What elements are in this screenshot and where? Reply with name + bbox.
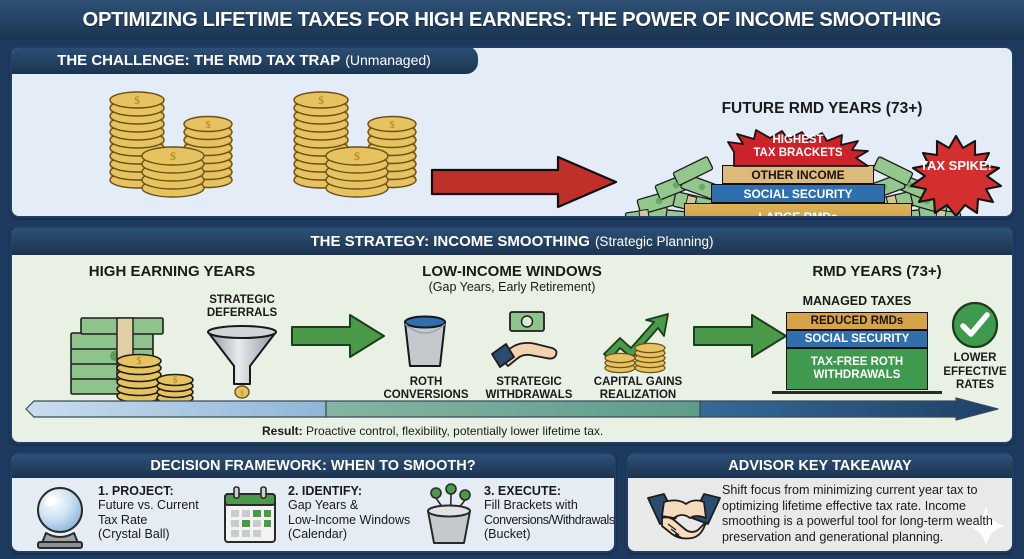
strategic-deferrals-label: STRATEGIC DEFERRALS bbox=[187, 294, 297, 320]
step2-line2: WITHDRAWALS bbox=[485, 389, 573, 401]
sparkle-icon bbox=[967, 506, 1005, 546]
svg-text:$: $ bbox=[170, 149, 176, 163]
handshake-icon bbox=[647, 493, 721, 540]
step3-l2: Conversions/Withdrawals bbox=[484, 512, 615, 527]
green-arrow-1-icon bbox=[291, 314, 385, 358]
lower-line1: LOWER bbox=[953, 352, 997, 364]
growth-arrow-coins-icon bbox=[603, 313, 669, 374]
strategy-title-sub: (Strategic Planning) bbox=[594, 234, 714, 249]
bucket-icon bbox=[404, 315, 446, 367]
decision-step-2: 2. IDENTIFY: Gap Years & Low-Income Wind… bbox=[288, 484, 410, 542]
managed-baseline bbox=[772, 391, 942, 394]
hand-with-cash-icon bbox=[491, 311, 558, 368]
step3-line2: REALIZATION bbox=[599, 389, 677, 401]
bucket-fill-icon bbox=[427, 483, 471, 544]
step1-line2: CONVERSIONS bbox=[383, 389, 469, 401]
step1-l1: Future vs. Current bbox=[98, 498, 199, 512]
decision-header: DECISION FRAMEWORK: WHEN TO SMOOTH? bbox=[12, 454, 614, 478]
strategy-result: Result: Proactive control, flexibility, … bbox=[262, 424, 603, 438]
deferrals-line1: STRATEGIC bbox=[209, 294, 275, 306]
column-title-rmd-years: RMD YEARS (73+) bbox=[812, 263, 942, 280]
svg-text:$: $ bbox=[318, 93, 324, 107]
svg-text:$: $ bbox=[354, 149, 360, 163]
green-arrow-2-icon bbox=[693, 314, 787, 358]
step2-title: 2. IDENTIFY: bbox=[288, 484, 363, 498]
managed-taxes-title: MANAGED TAXES bbox=[802, 294, 912, 308]
strategy-result-text: Proactive control, flexibility, potentia… bbox=[306, 424, 604, 438]
step3-l1: Fill Brackets with bbox=[484, 498, 578, 512]
lower-line3: RATES bbox=[955, 379, 995, 391]
column-title-low-income: LOW-INCOME WINDOWS bbox=[422, 263, 602, 280]
page-title: OPTIMIZING LIFETIME TAXES FOR HIGH EARNE… bbox=[0, 0, 1024, 40]
challenge-title-sub: (Unmanaged) bbox=[345, 52, 431, 68]
strategy-title: THE STRATEGY: INCOME SMOOTHING bbox=[310, 233, 590, 250]
challenge-title: THE CHALLENGE: THE RMD TAX TRAP bbox=[57, 51, 341, 69]
managed-band-reduced-rmds: REDUCED RMDs bbox=[786, 312, 928, 330]
strategy-result-label: Result: bbox=[262, 424, 303, 438]
strategy-panel: THE STRATEGY: INCOME SMOOTHING (Strategi… bbox=[10, 226, 1014, 444]
future-rmd-years-title: FUTURE RMD YEARS (73+) bbox=[721, 100, 923, 117]
step3-title: 3. EXECUTE: bbox=[484, 484, 562, 498]
crystal-ball-icon bbox=[37, 487, 83, 549]
coin-stack-deferrals-icon: $ $ $ bbox=[293, 91, 417, 198]
challenge-panel: THE CHALLENGE: THE RMD TAX TRAP (Unmanag… bbox=[10, 46, 1014, 218]
step1-title: 1. PROJECT: bbox=[98, 484, 174, 498]
deferrals-line2: DEFERRALS bbox=[206, 307, 278, 319]
strategy-header: THE STRATEGY: INCOME SMOOTHING (Strategi… bbox=[12, 228, 1012, 255]
svg-text:$: $ bbox=[389, 119, 395, 131]
decision-step-1: 1. PROJECT: Future vs. Current Tax Rate … bbox=[98, 484, 199, 542]
timeline-arrow bbox=[25, 397, 999, 421]
managed-band-social-security: SOCIAL SECURITY bbox=[786, 330, 928, 348]
page-title-text: OPTIMIZING LIFETIME TAXES FOR HIGH EARNE… bbox=[82, 8, 942, 31]
svg-text:$: $ bbox=[240, 390, 244, 398]
step1-line1: ROTH bbox=[409, 376, 443, 388]
red-right-arrow-icon bbox=[430, 155, 618, 209]
decision-title: DECISION FRAMEWORK: WHEN TO SMOOTH? bbox=[150, 458, 476, 474]
cash-stack-icon: $ $ bbox=[70, 317, 194, 405]
lower-effective-rates-label: LOWER EFFECTIVE RATES bbox=[940, 352, 1010, 393]
decision-framework-panel: DECISION FRAMEWORK: WHEN TO SMOOTH? 1. P… bbox=[10, 452, 616, 553]
tax-spike-label: TAX SPIKE! bbox=[920, 158, 992, 173]
tax-spike-burst-icon bbox=[909, 134, 1003, 216]
step2-l3: (Calendar) bbox=[288, 527, 348, 542]
pyramid-band-large-rmds: LARGE RMDs bbox=[684, 203, 912, 216]
lower-line2: EFFECTIVE bbox=[943, 365, 1007, 378]
coin-stack-w2-icon: $ $ $ bbox=[109, 91, 233, 198]
decision-step-3: 3. EXECUTE: Fill Brackets with Conversio… bbox=[484, 484, 615, 542]
svg-text:$: $ bbox=[137, 356, 142, 367]
column-sub-low-income: (Gap Years, Early Retirement) bbox=[428, 280, 596, 294]
advisor-header: ADVISOR KEY TAKEAWAY bbox=[628, 454, 1012, 478]
roth-line2: WITHDRAWALS bbox=[813, 369, 901, 381]
step2-l2: Low-Income Windows bbox=[288, 512, 411, 527]
step2-line1: STRATEGIC bbox=[496, 376, 562, 388]
step1-l2: Tax Rate bbox=[98, 512, 148, 527]
advisor-title: ADVISOR KEY TAKEAWAY bbox=[728, 458, 912, 474]
green-check-circle-icon bbox=[951, 301, 999, 349]
advisor-takeaway-panel: ADVISOR KEY TAKEAWAY Shift focus from mi… bbox=[626, 452, 1014, 553]
step3-line1: CAPITAL GAINS bbox=[593, 376, 683, 388]
column-title-high-earning: HIGH EARNING YEARS bbox=[88, 263, 256, 280]
pyramid-band-social-security: SOCIAL SECURITY bbox=[711, 184, 885, 203]
step3-l3: (Bucket) bbox=[484, 527, 531, 542]
advisor-text: Shift focus from minimizing current year… bbox=[722, 483, 993, 544]
challenge-header: THE CHALLENGE: THE RMD TAX TRAP (Unmanag… bbox=[12, 48, 478, 74]
step1-l3: (Crystal Ball) bbox=[98, 527, 170, 542]
svg-text:$: $ bbox=[134, 93, 140, 107]
svg-text:$: $ bbox=[205, 119, 211, 131]
calendar-icon bbox=[224, 486, 276, 543]
step2-l1: Gap Years & bbox=[288, 498, 359, 512]
managed-band-tax-free-roth: TAX-FREE ROTH WITHDRAWALS bbox=[786, 348, 928, 390]
funnel-icon: $ bbox=[207, 325, 277, 399]
roth-line1: TAX-FREE ROTH bbox=[810, 356, 904, 368]
svg-text:$: $ bbox=[173, 375, 178, 385]
pyramid-top-burst bbox=[727, 129, 869, 167]
